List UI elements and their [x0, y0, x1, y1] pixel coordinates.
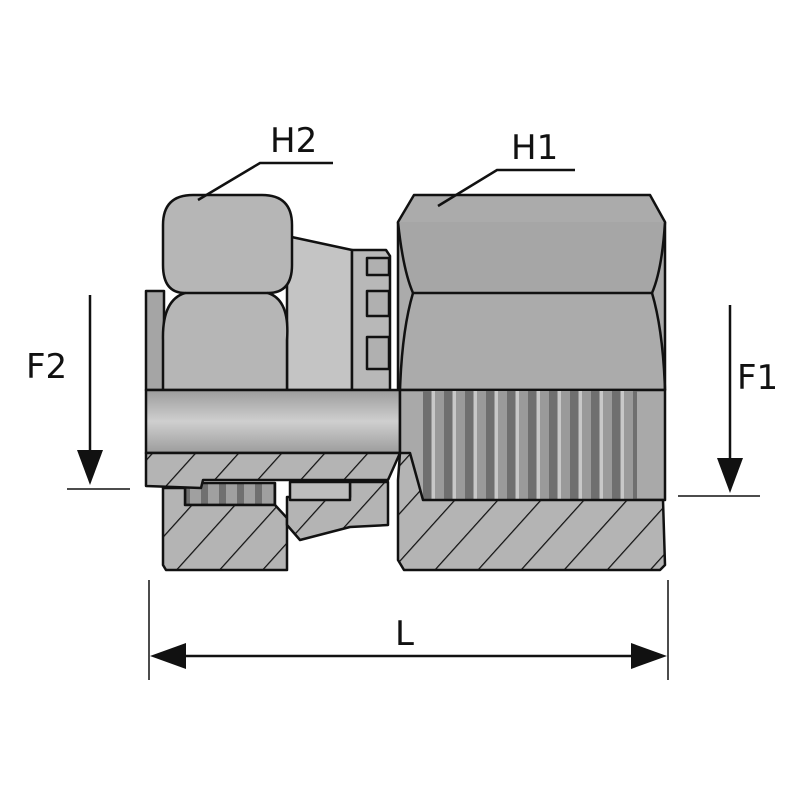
label-h1: H1	[511, 128, 558, 168]
tube-flange	[144, 289, 166, 392]
tube-bore	[144, 388, 402, 455]
label-f1: F1	[737, 358, 778, 398]
ring-slot	[365, 335, 391, 371]
arrow-f2-icon	[77, 450, 103, 485]
swivel-cone	[285, 234, 354, 392]
label-f2: F2	[26, 347, 67, 387]
arrow-f1-icon	[717, 458, 743, 493]
ring-slot	[365, 256, 391, 277]
section-body-large	[396, 451, 667, 572]
arrow-l-right-icon	[631, 643, 667, 669]
label-l: L	[395, 614, 414, 654]
arrow-l-left-icon	[150, 643, 186, 669]
leader-h2	[197, 161, 333, 202]
label-h2: H2	[270, 121, 317, 161]
leader-h1	[437, 168, 575, 208]
ring-slot	[365, 289, 391, 318]
